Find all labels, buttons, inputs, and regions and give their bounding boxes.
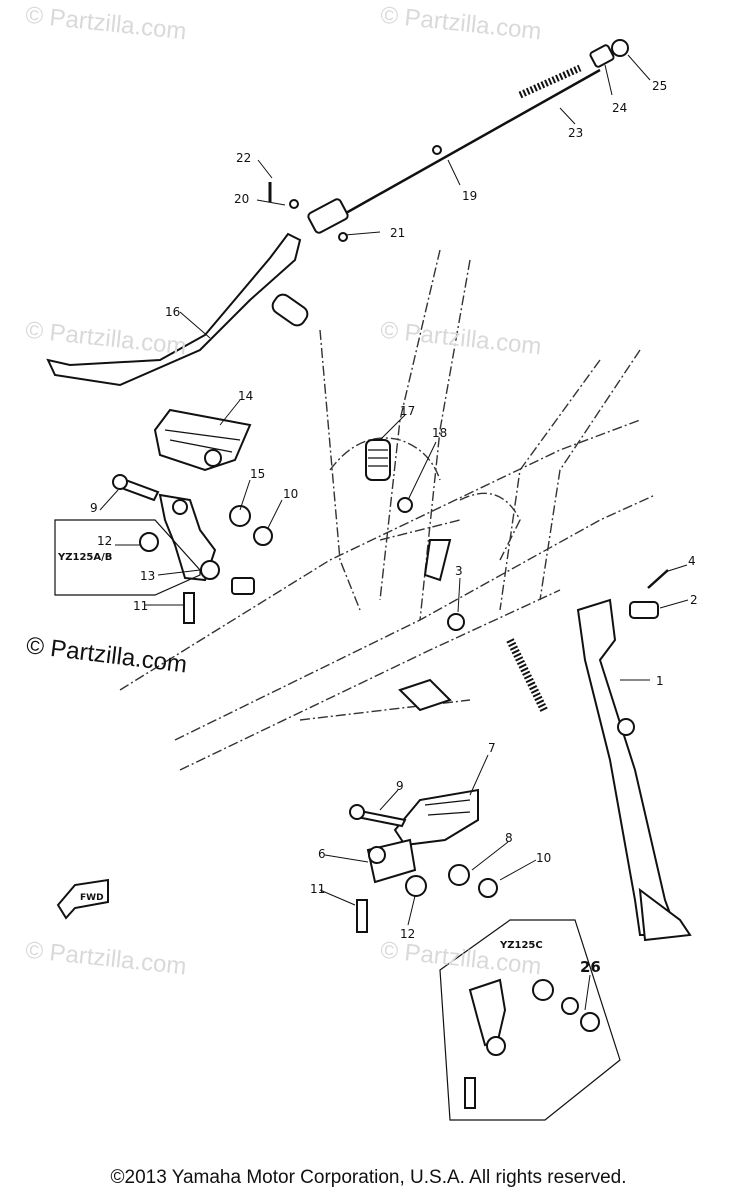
callout-11-right: 11 — [310, 882, 325, 896]
callout-13: 13 — [140, 569, 155, 583]
callout-18: 18 — [432, 426, 447, 440]
callout-9-right: 9 — [396, 779, 404, 793]
fwd-arrow: FWD — [56, 878, 109, 920]
callout-20: 20 — [234, 192, 249, 206]
callout-9-left: 9 — [90, 501, 98, 515]
leader-lines — [99, 54, 689, 1011]
left-footrest — [112, 408, 273, 624]
callout-21: 21 — [390, 226, 405, 240]
fwd-label: FWD — [80, 893, 104, 903]
brake-pedal — [46, 182, 349, 387]
copyright-footer: ©2013 Yamaha Motor Corporation, U.S.A. A… — [110, 1167, 627, 1188]
callout-15: 15 — [250, 467, 265, 481]
callout-26: 26 — [580, 958, 601, 976]
callout-25: 25 — [652, 79, 667, 93]
brake-rod-assembly — [329, 39, 629, 224]
callout-12-left: 12 — [97, 534, 112, 548]
center-spring-parts — [365, 439, 465, 712]
callout-14: 14 — [238, 389, 253, 403]
callout-10-left: 10 — [283, 487, 298, 501]
callout-10-right: 10 — [536, 851, 551, 865]
callout-11-left: 11 — [133, 599, 148, 613]
callout-3: 3 — [455, 564, 463, 578]
callout-12-right: 12 — [400, 927, 415, 941]
callout-2: 2 — [690, 593, 698, 607]
callout-24: 24 — [612, 101, 627, 115]
callout-23: 23 — [568, 126, 583, 140]
frame-outline — [119, 249, 656, 771]
right-model-box: YZ125C — [439, 919, 621, 1121]
callout-1: 1 — [656, 674, 664, 688]
callout-7: 7 — [488, 741, 496, 755]
left-model-box: YZ125A/B — [54, 519, 201, 596]
model-label-right: YZ125C — [499, 940, 543, 951]
side-stand — [506, 569, 692, 942]
callout-17: 17 — [400, 404, 415, 418]
callout-22: 22 — [236, 151, 251, 165]
model-label-left: YZ125A/B — [57, 552, 112, 563]
callout-6: 6 — [318, 847, 326, 861]
right-footrest — [349, 788, 498, 933]
callout-8: 8 — [505, 831, 513, 845]
callout-19: 19 — [462, 189, 477, 203]
callout-16: 16 — [165, 305, 180, 319]
callout-4: 4 — [688, 554, 696, 568]
callout-numbers: 1 2 3 4 6 7 8 9 9 10 10 11 11 12 12 13 1… — [90, 79, 698, 976]
